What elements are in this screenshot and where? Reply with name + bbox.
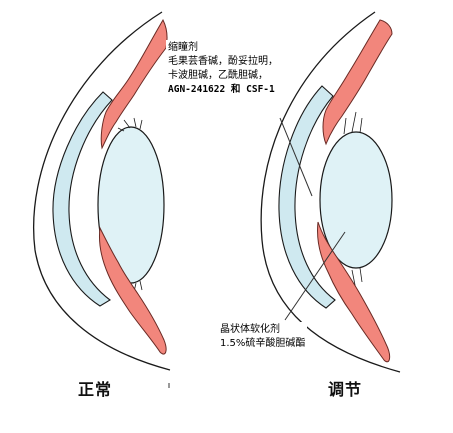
- normal-caption: 正常: [78, 380, 113, 399]
- accommodation-lens: [319, 131, 393, 269]
- accommodation-eye: [260, 11, 401, 373]
- accommodation-sclera-outline: [260, 11, 401, 373]
- miotic-label-block: 缩瞳剂 毛果芸香碱，酚妥拉明， 卡波胆碱，乙酰胆碱， AGN-241622 和 …: [166, 40, 280, 98]
- lens-softener-label-block: 晶状体软化剂 1.5%硫辛酸胆碱酯: [218, 322, 308, 352]
- miotic-title: 缩瞳剂: [168, 42, 198, 53]
- normal-cornea: [52, 91, 113, 307]
- accommodation-caption: 调节: [328, 380, 363, 399]
- lens-softener-pointer-line: [284, 231, 346, 321]
- miotic-line-1: 毛果芸香碱，酚妥拉明，: [168, 56, 278, 67]
- normal-eye: [33, 11, 171, 371]
- miotic-line-3: AGN-241622 和 CSF-1: [168, 84, 275, 95]
- normal-sclera-outline: [33, 11, 171, 371]
- lens-softener-line-1: 1.5%硫辛酸胆碱酯: [220, 338, 306, 349]
- lens-softener-title: 晶状体软化剂: [220, 324, 280, 335]
- accommodation-cornea: [278, 85, 336, 309]
- normal-lower-ciliary-muscle: [99, 226, 167, 355]
- normal-upper-ciliary-muscle: [100, 18, 168, 150]
- accommodation-lower-ciliary-muscle: [317, 221, 391, 363]
- miotic-pointer-line: [279, 117, 313, 197]
- miotic-line-2: 卡波胆碱，乙酰胆碱，: [168, 70, 268, 81]
- accommodation-upper-ciliary-muscle: [322, 19, 393, 146]
